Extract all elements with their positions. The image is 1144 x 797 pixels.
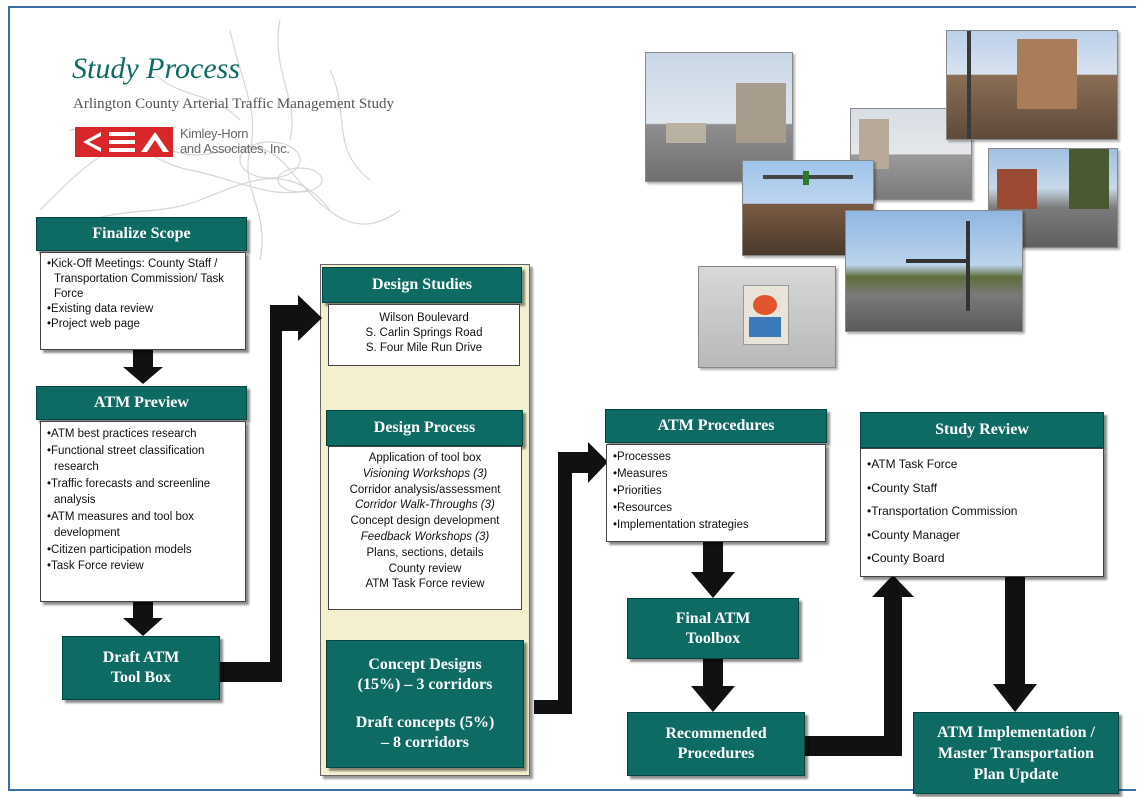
list-item: ATM Task Force xyxy=(867,453,1097,477)
finalize-scope-title: Finalize Scope xyxy=(92,225,191,242)
kha-logo xyxy=(75,127,173,157)
photo-sign xyxy=(698,266,836,368)
atm-procedures-list: ProcessesMeasuresPrioritiesResourcesImpl… xyxy=(613,449,819,534)
draft-toolbox-line1: Draft ATM xyxy=(102,649,180,666)
process-step: Application of tool box xyxy=(368,452,482,464)
list-item: Measures xyxy=(613,466,819,483)
design-studies-title: Design Studies xyxy=(371,276,473,293)
list-item: Kick-Off Meetings: County Staff / Transp… xyxy=(47,257,239,302)
design-studies-header: Design Studies xyxy=(322,267,522,303)
atm-procedures-header: ATM Procedures xyxy=(605,409,827,443)
process-step: Corridor analysis/assessment xyxy=(349,483,501,496)
page-subtitle: Arlington County Arterial Traffic Manage… xyxy=(73,96,394,112)
process-step: Corridor Walk-Throughs (3) xyxy=(355,499,495,512)
recommended-line1: Recommended xyxy=(665,725,767,742)
photo-residential xyxy=(988,148,1118,248)
process-step: Plans, sections, details xyxy=(366,546,484,559)
corridor-line: S. Four Mile Run Drive xyxy=(365,342,483,354)
finalize-scope-box: Kick-Off Meetings: County Staff / Transp… xyxy=(40,252,246,350)
list-item: Resources xyxy=(613,500,819,517)
list-item: Task Force review xyxy=(47,558,239,575)
implementation-line3: Plan Update xyxy=(973,765,1059,783)
list-item: ATM best practices research xyxy=(47,426,239,443)
list-item: County Board xyxy=(867,547,1097,571)
implementation-line2: Master Transportation xyxy=(938,744,1094,762)
photo-buildings xyxy=(946,30,1118,140)
atm-preview-header: ATM Preview xyxy=(36,386,247,420)
process-step: County review xyxy=(388,562,462,575)
slide-frame xyxy=(8,6,1136,791)
atm-preview-list: ATM best practices researchFunctional st… xyxy=(47,426,239,575)
list-item: Priorities xyxy=(613,483,819,500)
page-title: Study Process xyxy=(72,52,241,85)
atm-implementation-box: ATM Implementation / Master Transportati… xyxy=(913,712,1119,794)
list-item: Functional street classification researc… xyxy=(47,443,239,476)
corridor-line: Wilson Boulevard xyxy=(379,312,469,324)
final-toolbox-box: Final ATM Toolbox xyxy=(627,598,799,659)
list-item: County Manager xyxy=(867,524,1097,548)
list-item: Project web page xyxy=(47,317,239,332)
list-item: ATM measures and tool box development xyxy=(47,509,239,542)
list-item: Transportation Commission xyxy=(867,500,1097,524)
implementation-line1: ATM Implementation / xyxy=(937,723,1095,741)
concept-line2: (15%) – 3 corridors xyxy=(357,676,493,693)
atm-procedures-box: ProcessesMeasuresPrioritiesResourcesImpl… xyxy=(606,444,826,542)
list-item: Citizen participation models xyxy=(47,542,239,559)
corridor-line: S. Carlin Springs Road xyxy=(365,327,483,339)
recommended-line2: Procedures xyxy=(677,745,755,762)
final-toolbox-line2: Toolbox xyxy=(685,629,741,647)
process-step: Concept design development xyxy=(350,515,500,528)
finalize-scope-list: Kick-Off Meetings: County Staff / Transp… xyxy=(47,257,239,332)
concept-designs-box: Concept Designs (15%) – 3 corridors Draf… xyxy=(326,640,524,768)
finalize-scope-header: Finalize Scope xyxy=(36,217,247,251)
photo-avenue xyxy=(845,210,1023,332)
study-review-list: ATM Task ForceCounty StaffTransportation… xyxy=(867,453,1097,571)
list-item: Existing data review xyxy=(47,302,239,317)
atm-procedures-title: ATM Procedures xyxy=(657,417,775,434)
concept-line1: Concept Designs xyxy=(368,656,482,673)
study-review-header: Study Review xyxy=(860,412,1104,448)
company-line-2: and Associates, Inc. xyxy=(180,141,290,156)
process-step: ATM Task Force review xyxy=(365,578,485,591)
final-toolbox-line1: Final ATM xyxy=(675,609,751,627)
process-step: Visioning Workshops (3) xyxy=(362,467,488,480)
list-item: Processes xyxy=(613,449,819,466)
atm-preview-box: ATM best practices researchFunctional st… xyxy=(40,421,246,602)
study-review-title: Study Review xyxy=(935,421,1029,438)
design-process-title: Design Process xyxy=(373,419,476,436)
draft-toolbox-box: Draft ATM Tool Box xyxy=(62,636,220,700)
process-step: Feedback Workshops (3) xyxy=(360,530,490,543)
recommended-procedures-box: Recommended Procedures xyxy=(627,712,805,776)
study-review-box: ATM Task ForceCounty StaffTransportation… xyxy=(860,448,1104,577)
list-item: Implementation strategies xyxy=(613,517,819,534)
company-name: Kimley-Horn and Associates, Inc. xyxy=(180,126,290,156)
atm-preview-title: ATM Preview xyxy=(94,394,189,411)
draft-toolbox-line2: Tool Box xyxy=(110,669,172,686)
design-process-header: Design Process xyxy=(326,410,523,446)
company-line-1: Kimley-Horn xyxy=(180,126,249,141)
list-item: Traffic forecasts and screenline analysi… xyxy=(47,476,239,509)
list-item: County Staff xyxy=(867,477,1097,501)
concept-line3: Draft concepts (5%) xyxy=(355,714,495,731)
concept-line4: – 8 corridors xyxy=(381,734,469,751)
